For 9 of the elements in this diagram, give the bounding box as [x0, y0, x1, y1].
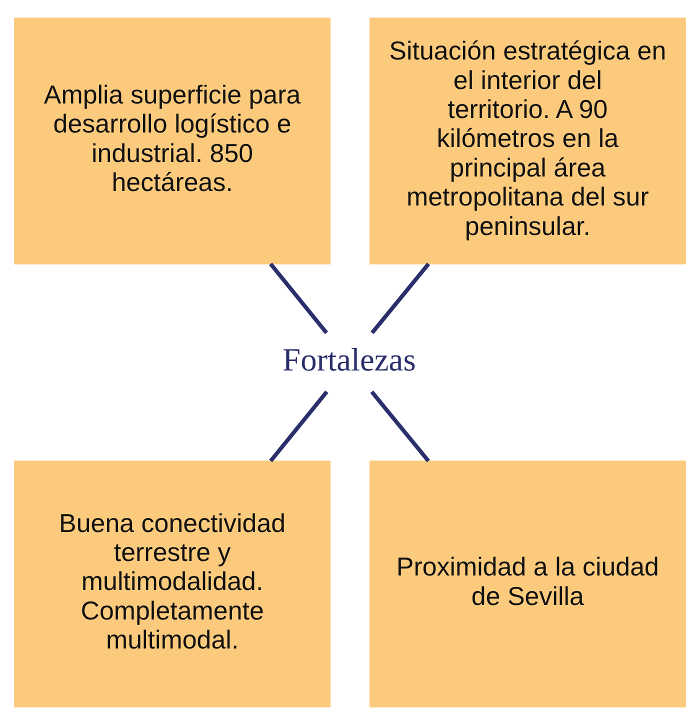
- node-box: Buena conectividad terrestre y multimodalidad. Completamente multimodal.: [14, 460, 331, 708]
- connector: [269, 390, 328, 462]
- node-text: Fortalezas: [282, 342, 416, 379]
- node-box: Proximidad a la ciudad de Sevilla: [369, 460, 686, 708]
- connector: [370, 390, 430, 462]
- connector: [370, 262, 430, 334]
- node-box: Amplia superficie para desarrollo logístico e industrial. 850 hectáreas.: [14, 18, 331, 264]
- connector: [269, 262, 328, 334]
- node-box: Situación estratégica en el interior del territorio. A 90 kilómetros en la principal área metropolitana del sur peninsular.: [369, 18, 686, 264]
